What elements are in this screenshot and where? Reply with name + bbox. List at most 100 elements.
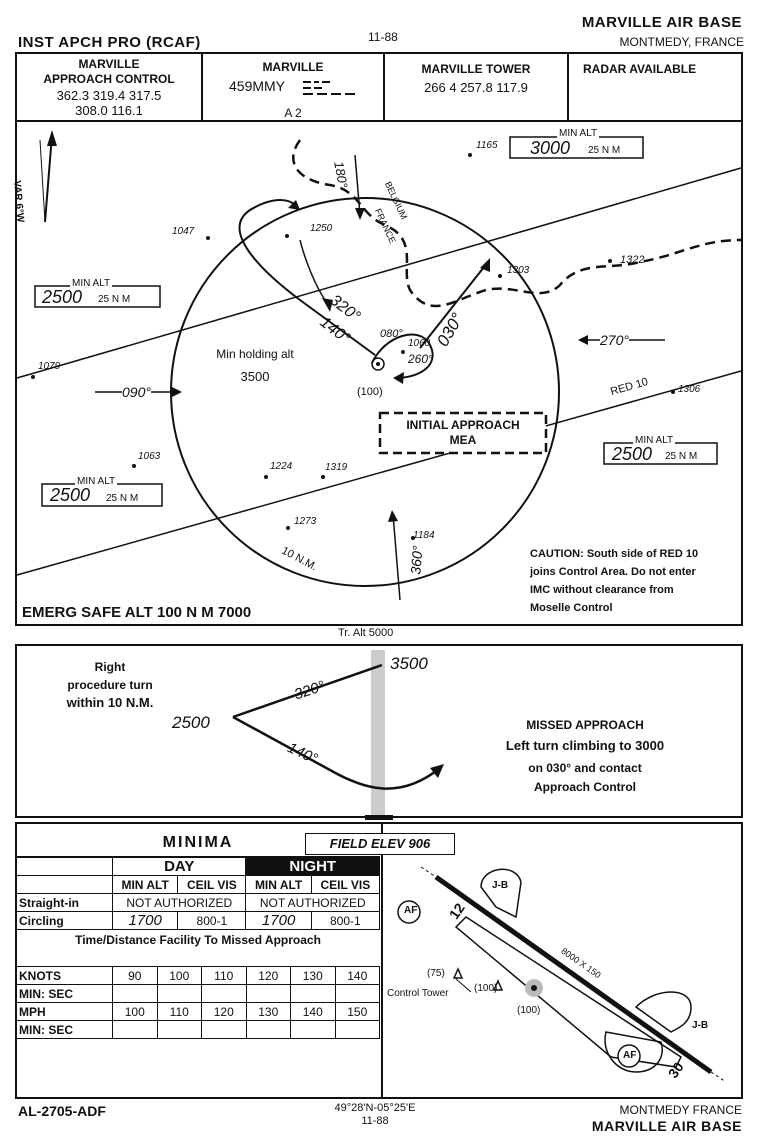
- mph-val-2: 120: [201, 1002, 247, 1021]
- holding-pattern: [371, 333, 434, 379]
- approach-control-subtitle: APPROACH CONTROL: [43, 72, 175, 86]
- chart-title: INST APCH PRO (RCAF): [18, 34, 201, 51]
- obstacle-100b: (100): [517, 1005, 541, 1016]
- knots-val-2: 110: [201, 966, 247, 985]
- missed-approach-title: MISSED APPROACH: [526, 718, 644, 732]
- airway-north-edge: [16, 167, 742, 379]
- mph-val-4: 140: [290, 1002, 336, 1021]
- missed-approach-1: Left turn climbing to 3000: [505, 738, 665, 753]
- knots-val-1: 100: [156, 966, 202, 985]
- plan-view: [15, 120, 743, 626]
- transition-alt: Tr. Alt 5000: [338, 627, 394, 639]
- initial-approach-mea: MEA: [449, 433, 477, 447]
- missed-approach-3: Approach Control: [534, 780, 636, 794]
- airway-south-edge: [16, 370, 742, 576]
- elev-1319: 1319: [325, 462, 348, 473]
- minima-title: MINIMA: [162, 834, 234, 851]
- facility-elevation: (100): [357, 386, 383, 398]
- caution-line-2: joins Control Area. Do not enter: [530, 566, 696, 578]
- elev-1273: 1273: [294, 516, 317, 527]
- course-260: 260°: [408, 352, 433, 366]
- min-alt-value-w: 2500: [42, 287, 83, 307]
- mph-val-1: 110: [156, 1002, 202, 1021]
- elev-1224: 1224: [270, 461, 293, 472]
- minima-panel: [15, 822, 743, 1099]
- af-label-south: AF: [623, 1050, 637, 1061]
- jb-area-south: [634, 991, 692, 1033]
- elev-1165: 1165: [476, 140, 498, 151]
- minima-table: DAY NIGHT MIN ALT CEIL VIS MIN ALT CEIL …: [16, 857, 381, 930]
- row-circling: Circling: [16, 911, 113, 930]
- ndb-icon: [371, 357, 385, 371]
- jb-label-south: J-B: [692, 1020, 709, 1031]
- course-090: 090°: [122, 384, 151, 400]
- af-circle-north: [397, 900, 421, 924]
- row-knots-min-sec: MIN: SEC: [16, 984, 113, 1003]
- elev-1047: 1047: [172, 226, 195, 237]
- procedure-turn-2: procedure turn: [67, 678, 153, 692]
- base-name-top: MARVILLE AIR BASE: [581, 14, 742, 31]
- obstacle-100a: (100): [474, 983, 498, 994]
- min-alt-label-w: MIN ALT: [70, 278, 113, 289]
- border-line: [292, 139, 742, 308]
- elev-1250: 1250: [310, 223, 333, 234]
- procedure-turn-3: within 10 N.M.: [66, 695, 154, 710]
- mph-val-3: 130: [245, 1002, 291, 1021]
- circling-day-alt: 1700: [111, 911, 179, 930]
- facility-bar: [371, 650, 385, 815]
- holding-alt-label: Min holding alt: [216, 347, 294, 361]
- col-ceil-vis-night: CEIL VIS: [310, 875, 381, 894]
- min-alt-value-sw: 2500: [50, 485, 91, 505]
- elev-1079: 1079: [38, 361, 61, 372]
- col-ceil-vis-day: CEIL VIS: [177, 875, 247, 894]
- circling-night-alt: 1700: [245, 911, 312, 930]
- obstacle-icon: [492, 979, 504, 991]
- tower-freqs: 266 4 257.8 117.9: [424, 80, 528, 95]
- procedure-turn-1: Right: [94, 660, 126, 674]
- navaid-title: MARVILLE: [262, 60, 324, 74]
- day-header: DAY: [111, 857, 247, 876]
- knots-val-3: 120: [245, 966, 291, 985]
- navaid-class: A 2: [284, 106, 302, 120]
- min-alt-unit-sw: 25 N M: [106, 493, 139, 504]
- procedure-track: [238, 199, 376, 356]
- course-360: 360°: [407, 544, 426, 576]
- initial-approach-box: [378, 411, 548, 455]
- elev-1060: 1060: [408, 338, 431, 349]
- approach-freqs-2: 308.0 116.1: [75, 103, 143, 118]
- profile-alt-2500: 2500: [172, 713, 210, 732]
- caution-line-3: IMC without clearance from: [530, 584, 674, 596]
- af-label-north: AF: [404, 905, 418, 916]
- row-straight-in: Straight-in: [16, 893, 113, 912]
- radar-note: RADAR AVAILABLE: [583, 62, 697, 76]
- time-distance-table: KNOTS 90 100 110 120 130 140 MIN: SEC MP…: [16, 966, 380, 1039]
- emergency-safe-alt: EMERG SAFE ALT 100 N M 7000: [22, 604, 252, 621]
- profile-drawing: [232, 650, 444, 820]
- min-alt-unit-e: 25 N M: [665, 451, 698, 462]
- min-alt-value-ne: 3000: [530, 138, 571, 158]
- mph-val-0: 100: [112, 1002, 158, 1021]
- caution-line-1: CAUTION: South side of RED 10: [530, 548, 699, 560]
- elev-1184: 1184: [413, 530, 435, 541]
- airport-diagram: [397, 866, 727, 1083]
- night-header: NIGHT: [245, 857, 380, 876]
- location-top: MONTMEDY, FRANCE: [619, 35, 744, 49]
- jb-label-north: J-B: [492, 880, 509, 891]
- obstacle-icon: [452, 967, 464, 979]
- row-mph-min-sec: MIN: SEC: [16, 1020, 113, 1039]
- col-min-alt-day: MIN ALT: [111, 875, 179, 894]
- base-name-bottom: MARVILLE AIR BASE: [591, 1118, 742, 1134]
- approach-freqs-1: 362.3 319.4 317.5: [56, 88, 162, 103]
- straight-in-night: NOT AUTHORIZED: [245, 893, 380, 912]
- straight-in-day: NOT AUTHORIZED: [111, 893, 247, 912]
- chart-id: AL-2705-ADF: [18, 1103, 106, 1119]
- caution-line-4: Moselle Control: [530, 602, 613, 614]
- knots-val-5: 140: [334, 966, 380, 985]
- min-alt-label-ne: MIN ALT: [557, 128, 600, 139]
- north-arrow: [44, 134, 53, 223]
- min-alt-label-e: MIN ALT: [633, 435, 676, 446]
- holding-alt-value: 3500: [240, 369, 270, 384]
- elev-1303: 1303: [507, 265, 530, 276]
- chart-date-top: 11-88: [368, 30, 398, 44]
- min-alt-unit-w: 25 N M: [98, 294, 131, 305]
